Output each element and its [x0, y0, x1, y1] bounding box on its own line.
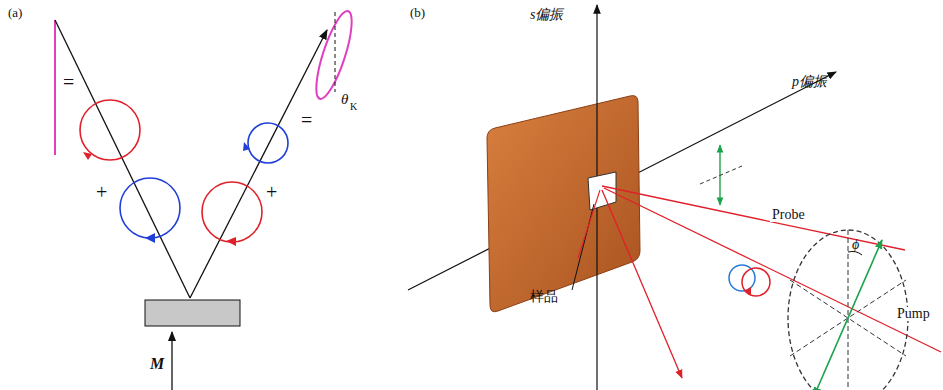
red-circular — [80, 100, 140, 160]
equals-sign: = — [63, 72, 74, 92]
leader-line — [572, 204, 594, 290]
reflected-beam — [602, 190, 682, 378]
magnetization-arrow — [171, 332, 172, 390]
linear-polarization — [54, 20, 56, 155]
probe-beam — [602, 186, 905, 250]
kerr-angle: θ — [341, 92, 348, 107]
beam-label: Pump — [895, 307, 932, 321]
panel-a-art — [55, 8, 359, 390]
panel-label: (b) — [410, 6, 425, 19]
reflected-beam — [190, 30, 327, 298]
axis-label: p偏振 — [792, 75, 827, 89]
elliptical-polarization — [309, 8, 358, 102]
axis-label: s偏振 — [530, 8, 563, 22]
pump-polarization — [814, 240, 882, 390]
kerr-subscript: K — [350, 102, 357, 112]
equals-sign: = — [301, 110, 312, 130]
blue-circular — [248, 123, 288, 163]
panel-b-art — [408, 5, 941, 390]
red-circular — [202, 182, 262, 242]
pump-beam — [604, 188, 941, 352]
incident-beam — [55, 20, 190, 298]
panel-label: (a) — [8, 6, 22, 19]
blue-circular — [120, 178, 180, 238]
plus-sign: + — [266, 182, 277, 202]
sample-plate — [487, 96, 640, 312]
beam-label: Probe — [770, 208, 807, 222]
pump-polarization-circle — [788, 230, 908, 390]
red-circular — [742, 268, 770, 296]
sample-label: 样品 — [530, 290, 558, 304]
angle-label: ϕ — [852, 238, 859, 252]
sample-block — [145, 300, 240, 326]
plus-sign: + — [96, 182, 107, 202]
magnetization-label: M — [150, 356, 164, 372]
